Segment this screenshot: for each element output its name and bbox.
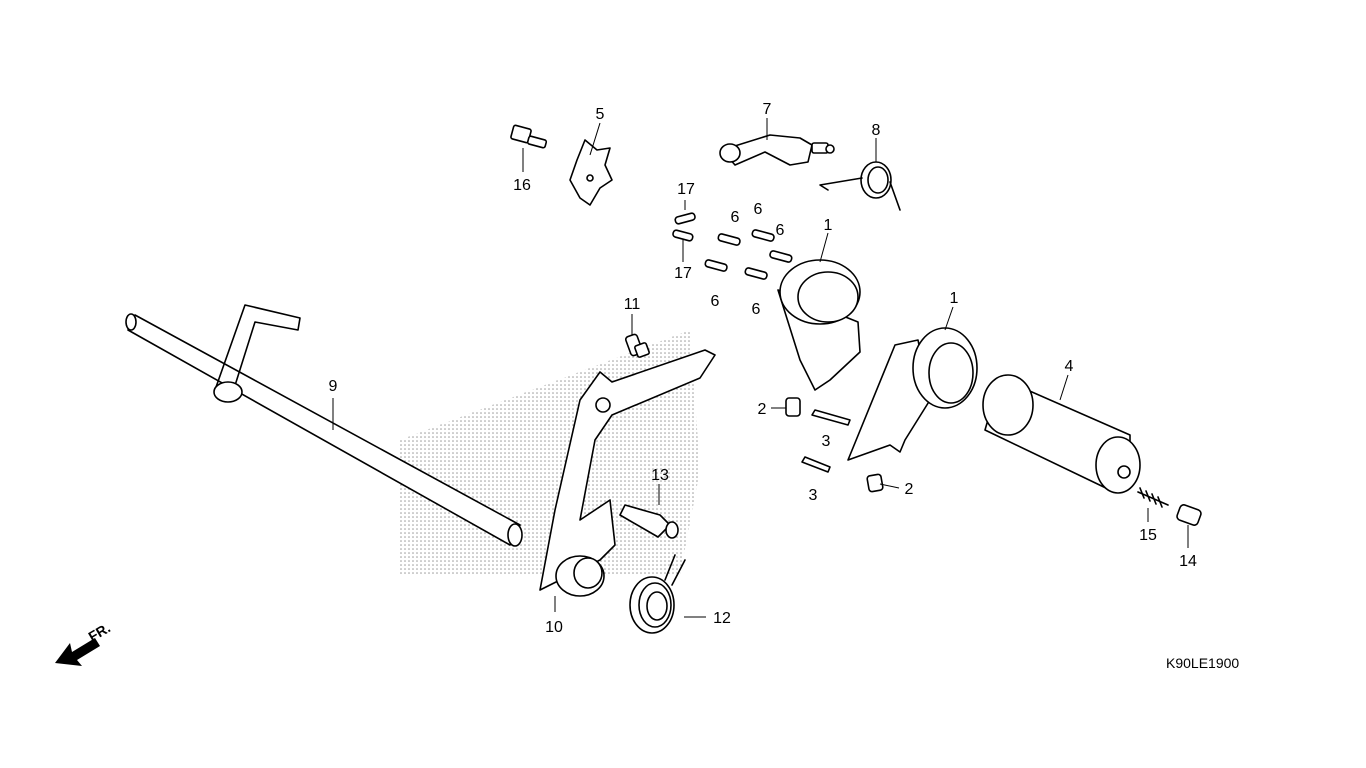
callout-13: 13	[651, 467, 669, 484]
part-6-pin-a	[717, 233, 741, 246]
callout-6: 6	[731, 209, 740, 226]
part-6-pin-c	[769, 250, 793, 263]
part-17-pin-b	[672, 229, 694, 242]
pins-group	[672, 212, 793, 280]
diagram-code: K90LE1900	[1166, 655, 1239, 671]
part-3-clip-a	[811, 409, 851, 426]
callout-4: 4	[1065, 358, 1074, 375]
callout-6: 6	[776, 222, 785, 239]
arrow-front-icon	[55, 638, 100, 666]
part-6-pin-d	[704, 259, 728, 272]
part-2-pin-b	[866, 473, 884, 493]
callout-14: 14	[1179, 553, 1197, 570]
callout-12: 12	[713, 610, 731, 627]
callout-9: 9	[329, 378, 338, 395]
part-17-pin-a	[674, 212, 696, 225]
part-8-spring	[819, 161, 901, 211]
part-1-shift-fork-b	[847, 327, 978, 461]
callout-2: 2	[905, 481, 914, 498]
part-14-cap	[1176, 504, 1202, 526]
part-16-bolt	[510, 124, 548, 149]
part-5-stopper-plate	[569, 139, 613, 206]
leader-lines	[332, 118, 1189, 618]
callout-6: 6	[752, 301, 761, 318]
callout-8: 8	[872, 122, 881, 139]
callout-17: 17	[677, 181, 695, 198]
part-10-gearshift-arm	[539, 349, 716, 597]
front-direction-indicator: FR.	[55, 619, 113, 666]
part-1-shift-fork-a	[777, 259, 861, 391]
callout-7: 7	[763, 101, 772, 118]
callout-5: 5	[596, 106, 605, 123]
part-9-shift-shaft	[125, 304, 523, 547]
callout-17: 17	[674, 265, 692, 282]
part-12-return-spring	[629, 554, 686, 634]
part-15-spring	[1137, 487, 1169, 508]
callout-3: 3	[809, 487, 818, 504]
callout-3: 3	[822, 433, 831, 450]
part-3-clip-b	[801, 456, 831, 473]
callout-16: 16	[513, 177, 531, 194]
callout-2: 2	[758, 401, 767, 418]
callout-6: 6	[711, 293, 720, 310]
part-11-pin	[624, 333, 650, 358]
callout-1: 1	[824, 217, 833, 234]
callout-11: 11	[624, 296, 641, 313]
direction-label: FR.	[86, 619, 114, 644]
part-2-pin-a	[785, 397, 801, 417]
callout-1: 1	[950, 290, 959, 307]
part-4-shift-drum	[982, 374, 1141, 494]
callout-10: 10	[545, 619, 563, 636]
callouts: 1 1 2 2 3 3 4 5 6 6 6 6 6 7 8 9 10 11 12…	[329, 101, 1197, 636]
callout-6: 6	[754, 201, 763, 218]
small-parts	[785, 397, 884, 493]
part-6-pin-b	[751, 229, 775, 242]
part-7-stopper-arm	[719, 134, 835, 166]
part-13-bolt	[619, 504, 679, 539]
part-6-pin-e	[744, 267, 768, 280]
callout-15: 15	[1139, 527, 1157, 544]
